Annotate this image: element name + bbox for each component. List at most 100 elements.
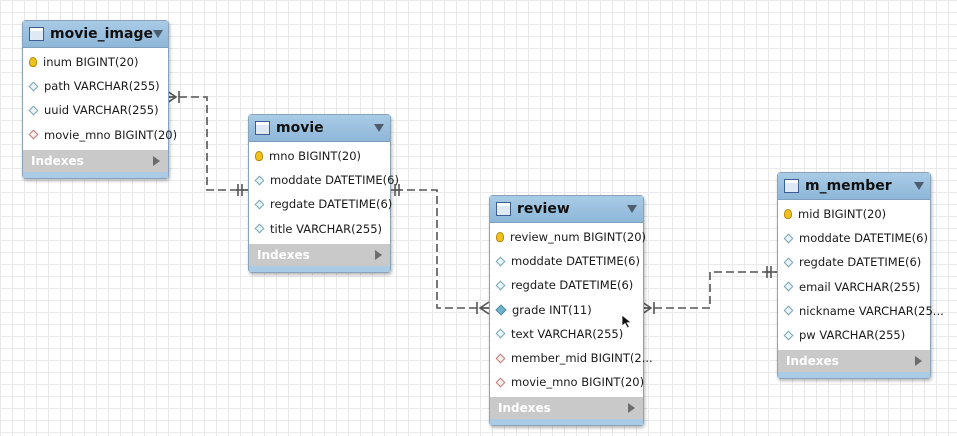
column-icon <box>495 328 506 339</box>
column-row[interactable]: regdate DATETIME(6) <box>490 273 643 297</box>
table-footer <box>249 265 390 272</box>
expand-arrow-icon[interactable] <box>915 356 922 367</box>
collapse-arrow-icon[interactable] <box>914 182 924 190</box>
one-only-one-icon <box>389 184 401 196</box>
column-label: grade INT(11) <box>512 302 592 317</box>
column-list: mno BIGINT(20) moddate DATETIME(6) regdate… <box>249 142 399 244</box>
crows-foot-many-icon <box>476 301 490 315</box>
column-row[interactable]: nickname VARCHAR(25... <box>778 299 944 323</box>
column-row[interactable]: uuid VARCHAR(255) <box>23 98 168 122</box>
table-movie[interactable]: movie mno BIGINT(20) moddate DATETIME(6) re… <box>248 114 399 273</box>
table-footer <box>490 419 643 426</box>
column-row[interactable]: movie_mno BIGINT(20) <box>23 123 177 147</box>
column-icon <box>783 305 794 316</box>
expand-arrow-icon[interactable] <box>628 403 635 414</box>
indexes-label: Indexes <box>257 247 310 262</box>
primary-key-icon <box>255 151 263 162</box>
column-row[interactable]: pw VARCHAR(255) <box>778 323 930 347</box>
column-label: path VARCHAR(255) <box>44 79 160 94</box>
column-icon <box>783 281 794 292</box>
table-footer <box>23 171 168 178</box>
table-title: movie_image <box>50 26 153 42</box>
table-icon <box>496 202 511 216</box>
column-icon <box>783 233 794 244</box>
collapse-arrow-icon[interactable] <box>627 205 637 213</box>
table-header[interactable]: movie_image <box>23 21 168 48</box>
table-icon <box>784 179 799 193</box>
column-icon <box>254 199 265 210</box>
table-header[interactable]: review <box>490 196 643 223</box>
column-row[interactable]: title VARCHAR(255) <box>249 217 390 241</box>
column-row[interactable]: path VARCHAR(255) <box>23 74 168 98</box>
column-row[interactable]: inum BIGINT(20) <box>23 50 168 74</box>
indexes-bar[interactable]: Indexes <box>490 397 643 420</box>
column-label: pw VARCHAR(255) <box>799 328 906 343</box>
expand-arrow-icon[interactable] <box>375 249 382 260</box>
column-label: regdate DATETIME(6) <box>799 255 922 270</box>
column-label: nickname VARCHAR(25... <box>799 303 944 318</box>
one-only-one-icon <box>765 266 777 278</box>
collapse-arrow-icon[interactable] <box>374 124 384 132</box>
column-list: inum BIGINT(20) path VARCHAR(255) uuid VAR… <box>23 48 177 150</box>
primary-key-icon <box>496 232 504 243</box>
column-row[interactable]: movie_mno BIGINT(20) <box>490 370 645 394</box>
foreign-key-icon <box>495 353 506 363</box>
column-list: review_num BIGINT(20) moddate DATETIME(6)… <box>490 223 653 397</box>
table-footer <box>778 372 930 379</box>
column-row[interactable]: mno BIGINT(20) <box>249 144 390 168</box>
indexes-bar[interactable]: Indexes <box>778 350 930 373</box>
table-header[interactable]: m_member <box>778 173 930 200</box>
column-label: regdate DATETIME(6) <box>511 278 634 293</box>
column-icon <box>254 223 265 234</box>
relationship-review-movie[interactable] <box>389 184 490 315</box>
column-label: mno BIGINT(20) <box>269 149 361 164</box>
indexes-bar[interactable]: Indexes <box>23 149 168 172</box>
column-label: movie_mno BIGINT(20) <box>511 375 645 390</box>
column-label: moddate DATETIME(6) <box>799 231 928 246</box>
column-row[interactable]: review_num BIGINT(20) <box>490 225 646 249</box>
column-row[interactable]: moddate DATETIME(6) <box>249 168 399 192</box>
column-row[interactable]: regdate DATETIME(6) <box>249 192 393 216</box>
column-icon <box>495 280 506 291</box>
not-null-column-icon <box>495 303 507 316</box>
column-row[interactable]: regdate DATETIME(6) <box>778 250 930 274</box>
table-icon <box>29 27 44 41</box>
column-label: uuid VARCHAR(255) <box>44 103 159 118</box>
table-review[interactable]: review review_num BIGINT(20) moddate DATET… <box>489 195 653 427</box>
column-icon <box>28 81 39 92</box>
column-label: moddate DATETIME(6) <box>270 173 399 188</box>
column-icon <box>28 105 39 116</box>
primary-key-icon <box>784 209 792 220</box>
column-label: movie_mno BIGINT(20) <box>44 127 178 142</box>
table-title: review <box>517 201 570 217</box>
column-label: text VARCHAR(255) <box>511 326 624 341</box>
expand-arrow-icon[interactable] <box>153 155 160 166</box>
column-icon <box>495 256 506 267</box>
column-label: moddate DATETIME(6) <box>511 254 640 269</box>
column-label: inum BIGINT(20) <box>43 55 139 70</box>
column-row[interactable]: moddate DATETIME(6) <box>778 226 930 250</box>
collapse-arrow-icon[interactable] <box>152 30 163 38</box>
column-label: mid BIGINT(20) <box>798 207 887 222</box>
indexes-bar[interactable]: Indexes <box>249 243 390 266</box>
column-list: mid BIGINT(20) moddate DATETIME(6) regdate… <box>778 200 944 350</box>
indexes-label: Indexes <box>31 153 84 168</box>
indexes-label: Indexes <box>498 401 551 416</box>
column-row[interactable]: mid BIGINT(20) <box>778 202 930 226</box>
primary-key-icon <box>29 57 37 68</box>
column-row[interactable]: moddate DATETIME(6) <box>490 249 643 273</box>
relationship-movie-image-movie[interactable] <box>166 90 248 196</box>
arrow-cursor-icon <box>621 314 633 329</box>
column-row[interactable]: email VARCHAR(255) <box>778 275 930 299</box>
column-row[interactable]: grade INT(11) <box>490 298 643 322</box>
column-row[interactable]: member_mid BIGINT(2... <box>490 346 653 370</box>
column-label: regdate DATETIME(6) <box>270 197 393 212</box>
relationship-review-member[interactable] <box>641 266 777 315</box>
column-icon <box>783 257 794 268</box>
column-row[interactable]: text VARCHAR(255) <box>490 322 643 346</box>
table-header[interactable]: movie <box>249 115 390 142</box>
foreign-key-icon <box>495 377 506 388</box>
